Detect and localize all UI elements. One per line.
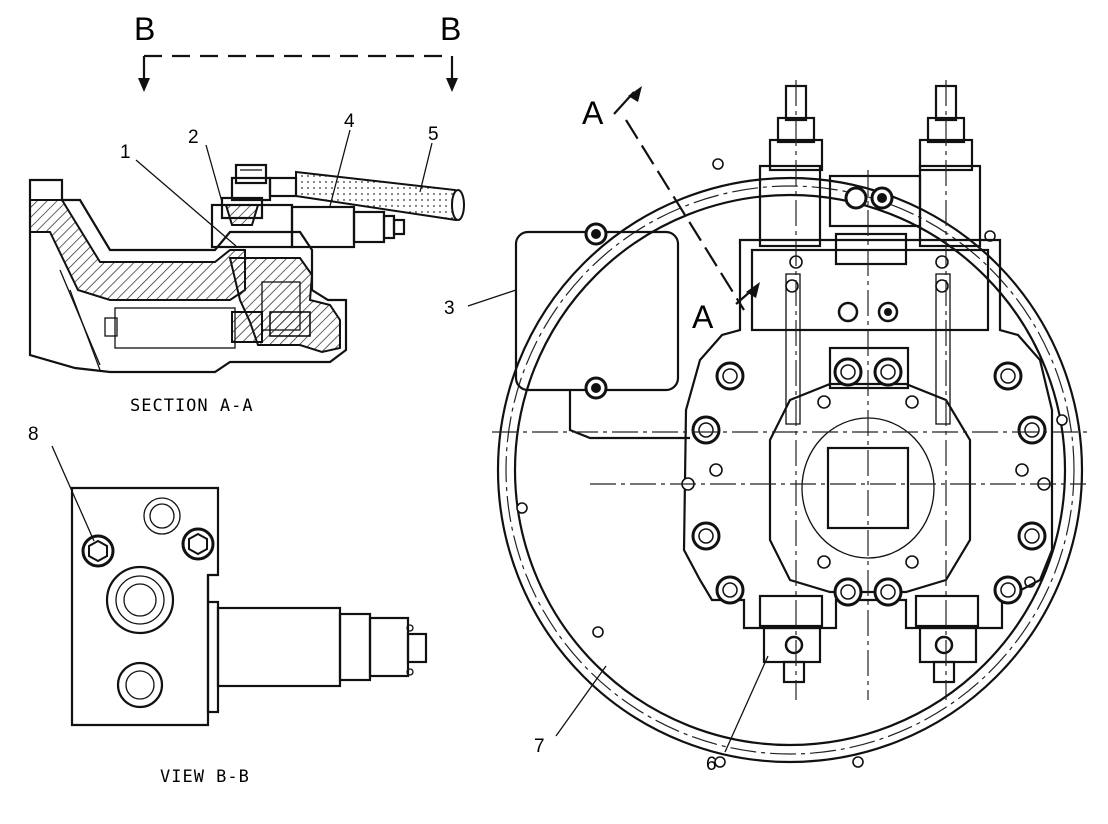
callout-8-leader bbox=[51, 445, 95, 542]
section-bb-indicator: B B bbox=[134, 11, 461, 92]
callout-5: 5 bbox=[428, 124, 439, 145]
callouts-main-view bbox=[467, 289, 769, 753]
main-pump-view bbox=[492, 80, 1090, 768]
caption-section-aa: SECTION A-A bbox=[130, 396, 254, 416]
callout-2: 2 bbox=[188, 127, 199, 148]
flange-bolts bbox=[516, 158, 1068, 768]
body-bolts bbox=[681, 255, 1051, 607]
section-aa-drawing bbox=[28, 163, 465, 374]
section-a-label-top: A bbox=[582, 95, 604, 131]
callout-4: 4 bbox=[344, 111, 355, 132]
caption-view-bb: VIEW B-B bbox=[160, 767, 250, 787]
callouts-section-aa bbox=[135, 129, 433, 247]
section-b-label-right: B bbox=[440, 11, 461, 47]
callout-7: 7 bbox=[534, 736, 545, 757]
callout-3: 3 bbox=[444, 298, 455, 319]
callout-8: 8 bbox=[28, 424, 39, 445]
section-aa-cutting-plane: A A bbox=[582, 86, 760, 335]
callout-6: 6 bbox=[706, 754, 717, 775]
section-b-label-left: B bbox=[134, 11, 155, 47]
view-bb-drawing bbox=[70, 486, 428, 727]
callout-1: 1 bbox=[120, 142, 131, 163]
section-a-label-bottom: A bbox=[692, 299, 714, 335]
